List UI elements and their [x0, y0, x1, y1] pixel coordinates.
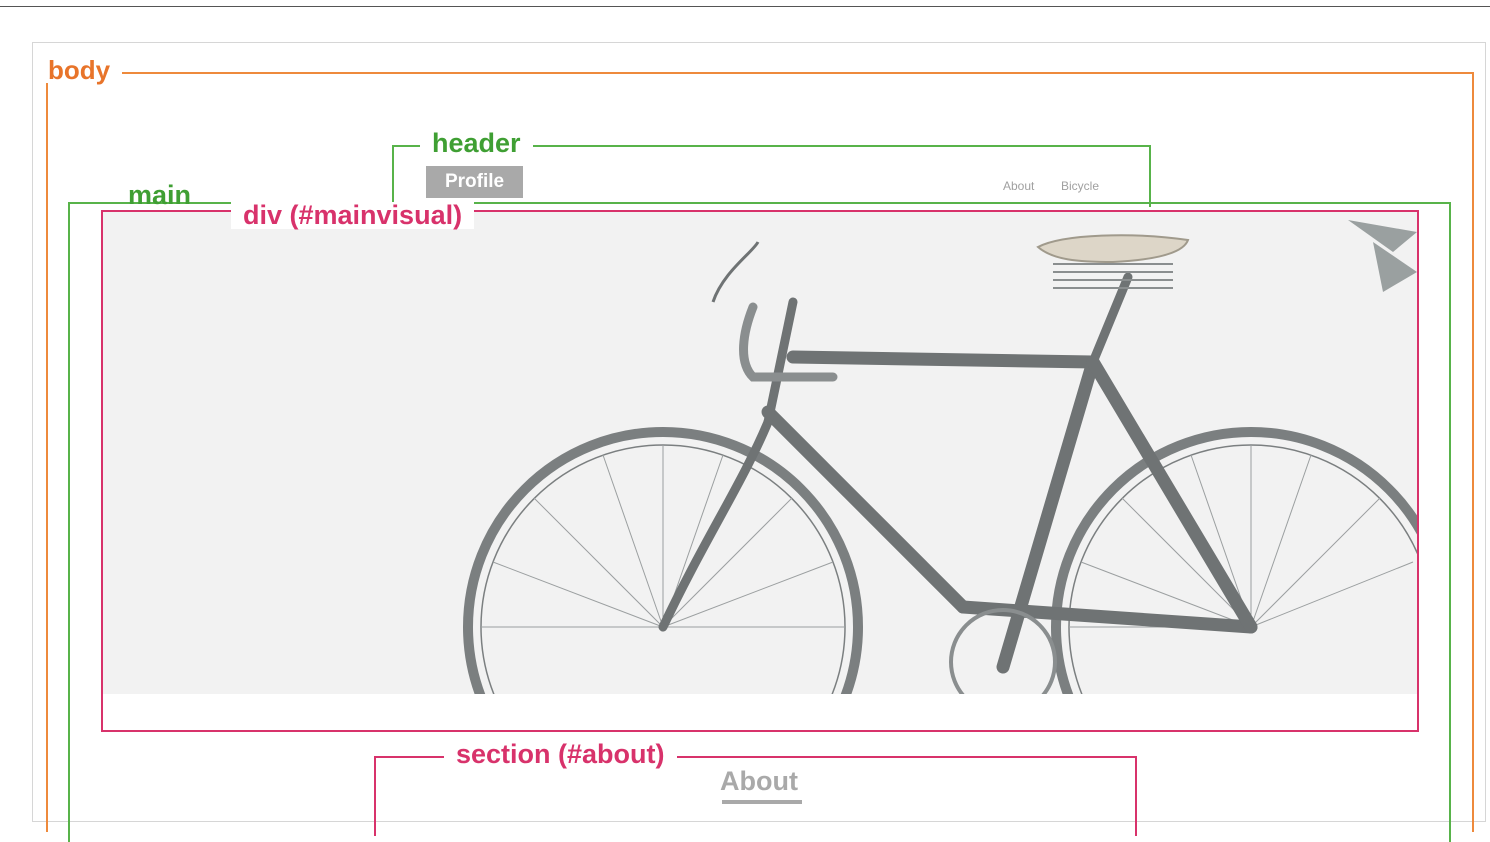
about-heading-underline	[722, 800, 802, 804]
nav-bicycle-link[interactable]: Bicycle	[1061, 179, 1100, 193]
main-label: main	[128, 180, 192, 210]
top-rule	[0, 6, 1490, 7]
about-heading: About	[720, 766, 798, 796]
nav-about-link[interactable]: About	[1003, 179, 1035, 193]
bicycle-illustration	[103, 212, 1417, 694]
mainvisual-outline: div (#mainvisual)	[101, 202, 1419, 732]
header-outline: header	[392, 130, 1151, 207]
header-label: header	[420, 130, 533, 157]
about-section-outline: section (#about)	[374, 741, 1137, 836]
body-label: body	[36, 57, 123, 83]
mainvisual-label: div (#mainvisual)	[231, 202, 475, 229]
body-outline	[46, 72, 1474, 832]
profile-logo[interactable]: Profile	[426, 166, 523, 198]
main-outline	[68, 202, 1451, 842]
bicycle-photo	[103, 212, 1417, 694]
about-section-label: section (#about)	[444, 741, 677, 768]
